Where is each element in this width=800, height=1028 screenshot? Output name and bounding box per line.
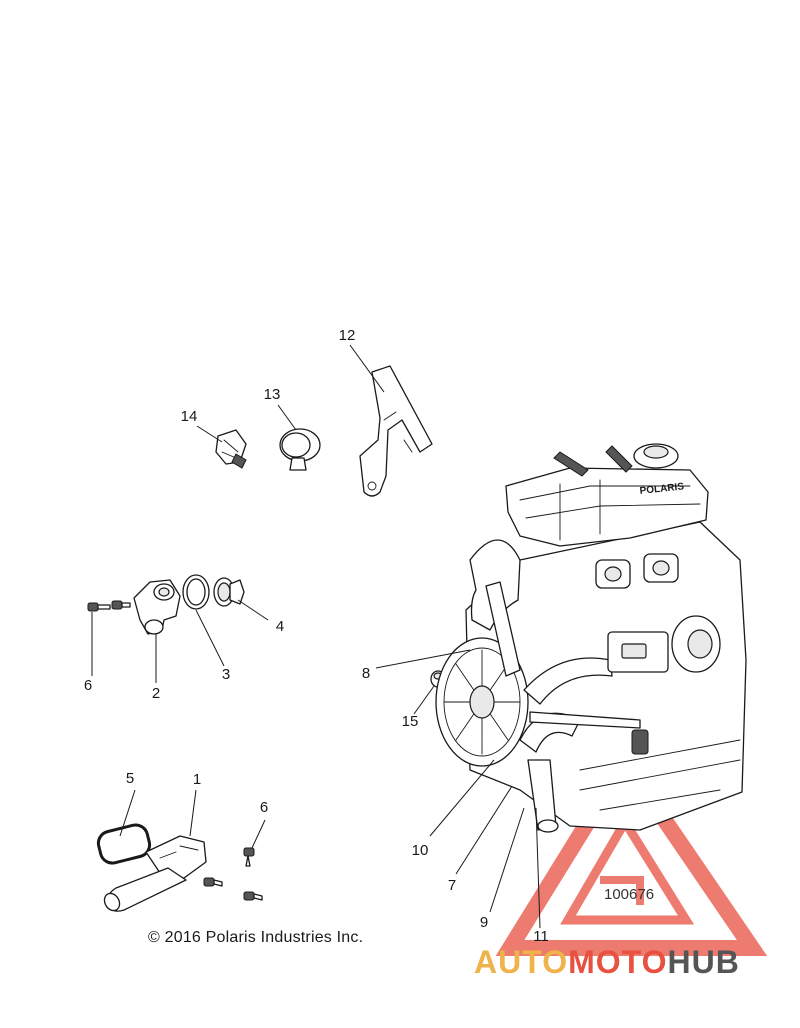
valve-cover-lettering: POLARIS — [639, 481, 685, 497]
callout-11: 11 — [533, 928, 549, 945]
thermostat-part-4 — [213, 577, 245, 607]
callout-6-lower: 6 — [260, 799, 268, 816]
callout-3: 3 — [222, 666, 230, 683]
callout-6-upper: 6 — [84, 677, 92, 694]
hose-clip-part-14 — [215, 429, 247, 469]
watermark-logo-icon — [495, 747, 768, 956]
hose-clamp-part-13 — [279, 428, 321, 471]
watermark-wordmark: AUTOMOTOHUB — [474, 944, 740, 981]
o-ring-part-3 — [182, 574, 210, 610]
engine-assembly: POLARIS — [435, 443, 747, 833]
callout-7: 7 — [448, 877, 456, 894]
thermostat-housing-part-2 — [133, 579, 181, 635]
callout-15: 15 — [402, 713, 419, 730]
leader-lines — [91, 344, 541, 929]
callout-4: 4 — [276, 618, 284, 635]
callout-9: 9 — [480, 914, 488, 931]
callout-13: 13 — [264, 386, 281, 403]
callout-8: 8 — [362, 665, 370, 682]
bolt-part-6-upper — [87, 600, 131, 612]
callout-10: 10 — [412, 842, 429, 859]
callout-1: 1 — [193, 771, 201, 788]
callout-5: 5 — [126, 770, 134, 787]
diagram-reference-number: 100676 — [604, 886, 655, 903]
bolt-part-6-lower — [203, 847, 263, 901]
water-outlet-part-1 — [103, 835, 207, 912]
watermark-moto: MOTO — [568, 944, 668, 980]
callout-numbers: 1 2 3 4 5 6 6 7 8 9 10 11 12 13 14 15 — [84, 327, 549, 945]
copyright-notice: © 2016 Polaris Industries Inc. — [148, 929, 364, 946]
bracket-part-12 — [359, 365, 433, 497]
gasket-part-5 — [96, 823, 152, 865]
watermark-hub: HUB — [667, 944, 740, 980]
callout-2: 2 — [152, 685, 160, 702]
callout-12: 12 — [339, 327, 356, 344]
callout-14: 14 — [181, 408, 198, 425]
watermark-auto: AUTO — [474, 944, 569, 980]
